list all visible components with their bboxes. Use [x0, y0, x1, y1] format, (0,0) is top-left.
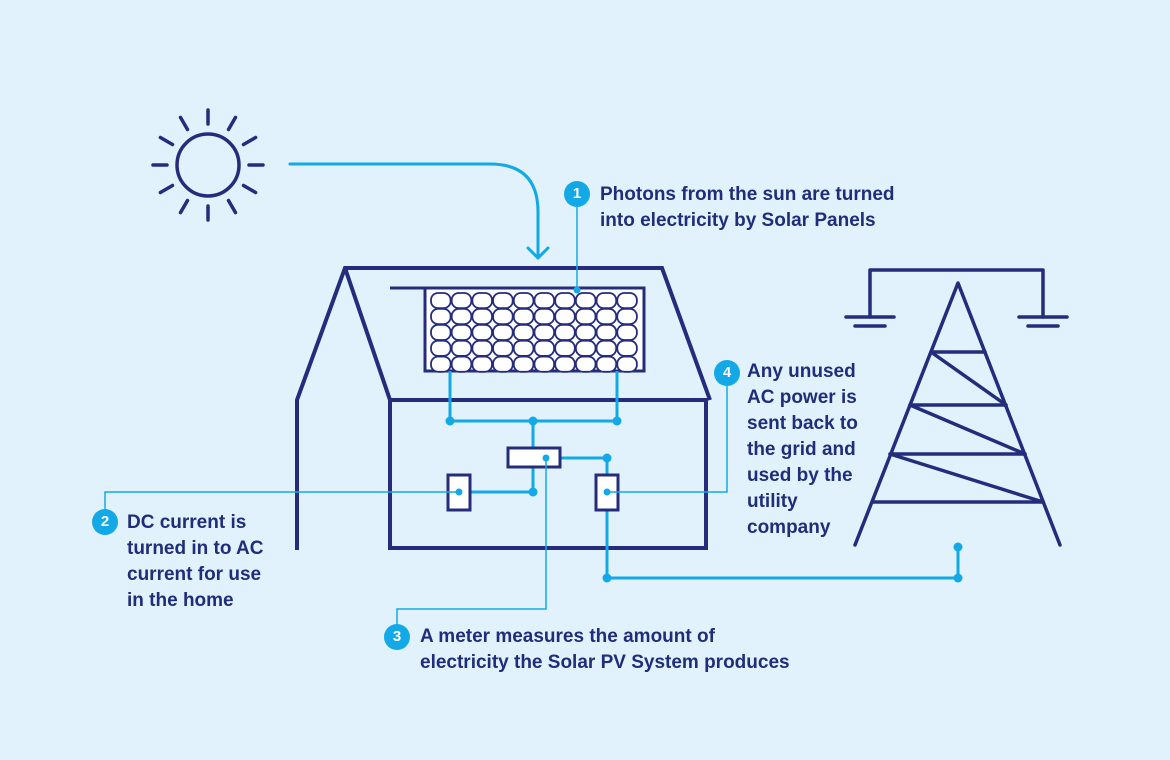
solar-cell: [430, 307, 452, 325]
solar-cell: [575, 339, 597, 357]
solar-cell: [492, 355, 514, 373]
step-4-badge: 4: [714, 360, 740, 386]
solar-cell: [554, 339, 576, 357]
sun-icon: [151, 108, 265, 222]
solar-cell: [492, 292, 514, 310]
solar-cell: [471, 323, 493, 341]
solar-cell: [492, 339, 514, 357]
transmission-tower-icon: [844, 268, 1069, 547]
solar-cell: [533, 307, 556, 325]
solar-cell: [512, 339, 535, 357]
step-3-text: A meter measures the amount of electrici…: [420, 626, 790, 673]
sunlight-arrow: [288, 162, 550, 260]
solar-panel-icon: [390, 286, 646, 373]
solar-cell: [616, 307, 638, 325]
solar-cell: [492, 307, 514, 325]
solar-cell: [595, 307, 618, 325]
solar-cell: [471, 339, 493, 357]
step-3-badge: 3: [384, 624, 410, 650]
solar-cell: [471, 355, 493, 373]
solar-cell: [533, 292, 556, 310]
leader-endpoints: [455, 286, 611, 496]
solar-cell: [471, 292, 493, 310]
solar-cell: [450, 323, 473, 341]
solar-cell: [595, 339, 618, 357]
solar-cell: [595, 355, 618, 373]
step-4-text: Any unused AC power is sent back to the …: [747, 361, 858, 538]
inverter-icon: [506, 446, 562, 469]
solar-cell: [492, 323, 514, 341]
solar-cell: [430, 292, 452, 310]
solar-cell: [616, 323, 638, 341]
solar-cell: [533, 339, 556, 357]
solar-cell: [575, 355, 597, 373]
solar-cell: [430, 339, 452, 357]
step-1-badge: 1: [564, 181, 590, 207]
solar-cell: [512, 292, 535, 310]
solar-cell: [512, 323, 535, 341]
solar-cell: [430, 355, 452, 373]
step-2-text: DC current is turned in to AC current fo…: [127, 512, 264, 611]
solar-cell: [554, 292, 576, 310]
solar-cell: [554, 323, 576, 341]
step-1-text: Photons from the sun are turned into ele…: [600, 184, 895, 231]
solar-cell: [471, 307, 493, 325]
solar-cell: [450, 339, 473, 357]
solar-cell: [450, 292, 473, 310]
solar-cell: [616, 339, 638, 357]
solar-cell: [595, 323, 618, 341]
solar-cell: [575, 307, 597, 325]
solar-cell: [450, 355, 473, 373]
wire-junctions: [445, 416, 963, 583]
solar-cell: [595, 292, 618, 310]
solar-cell: [512, 355, 535, 373]
solar-cell: [512, 307, 535, 325]
solar-cell: [616, 355, 638, 373]
solar-cell: [575, 323, 597, 341]
solar-cell: [533, 355, 556, 373]
solar-cell: [450, 307, 473, 325]
solar-cell: [575, 292, 597, 310]
solar-cell: [430, 323, 452, 341]
solar-cell: [554, 307, 576, 325]
step-2-badge: 2: [92, 509, 118, 535]
solar-cell: [616, 292, 638, 310]
house-icon: [295, 266, 712, 550]
solar-cell: [554, 355, 576, 373]
solar-cell: [533, 323, 556, 341]
